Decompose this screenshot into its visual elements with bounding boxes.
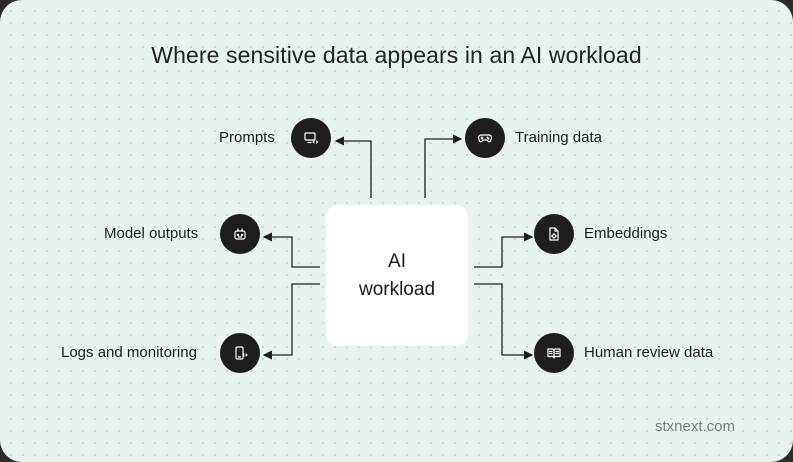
- connector-human-review: [474, 283, 534, 360]
- monitor-code-icon: [304, 132, 319, 144]
- node-model-outputs: [220, 214, 260, 254]
- connector-embeddings: [474, 232, 534, 268]
- node-label-embeddings: Embeddings: [584, 225, 668, 242]
- document-gear-icon: [549, 227, 559, 241]
- connector-model-outputs: [262, 232, 320, 268]
- node-embeddings: [534, 214, 574, 254]
- node-label-human-review: Human review data: [584, 344, 714, 361]
- node-label-prompts: Prompts: [219, 129, 275, 146]
- node-prompts: [291, 118, 331, 158]
- node-training-data: [465, 118, 505, 158]
- phone-code-icon: [235, 346, 248, 360]
- connector-logs: [262, 283, 320, 360]
- connector-training-data: [424, 134, 463, 198]
- open-book-icon: [547, 348, 561, 359]
- gamepad-icon: [477, 134, 493, 143]
- center-node: AI workload: [326, 205, 468, 346]
- node-label-model-outputs: Model outputs: [104, 225, 199, 242]
- node-label-training-data: Training data: [515, 129, 602, 146]
- footer-brand: stxnext.com: [654, 418, 735, 435]
- connector-prompts: [334, 136, 372, 198]
- robot-icon: [234, 228, 246, 240]
- node-human-review: [534, 333, 574, 373]
- diagram-title: Where sensitive data appears in an AI wo…: [151, 42, 642, 68]
- center-label-line2: workload: [358, 278, 436, 300]
- center-label-line1: AI: [388, 250, 406, 272]
- node-logs: [220, 333, 260, 373]
- node-label-logs: Logs and monitoring: [61, 344, 197, 361]
